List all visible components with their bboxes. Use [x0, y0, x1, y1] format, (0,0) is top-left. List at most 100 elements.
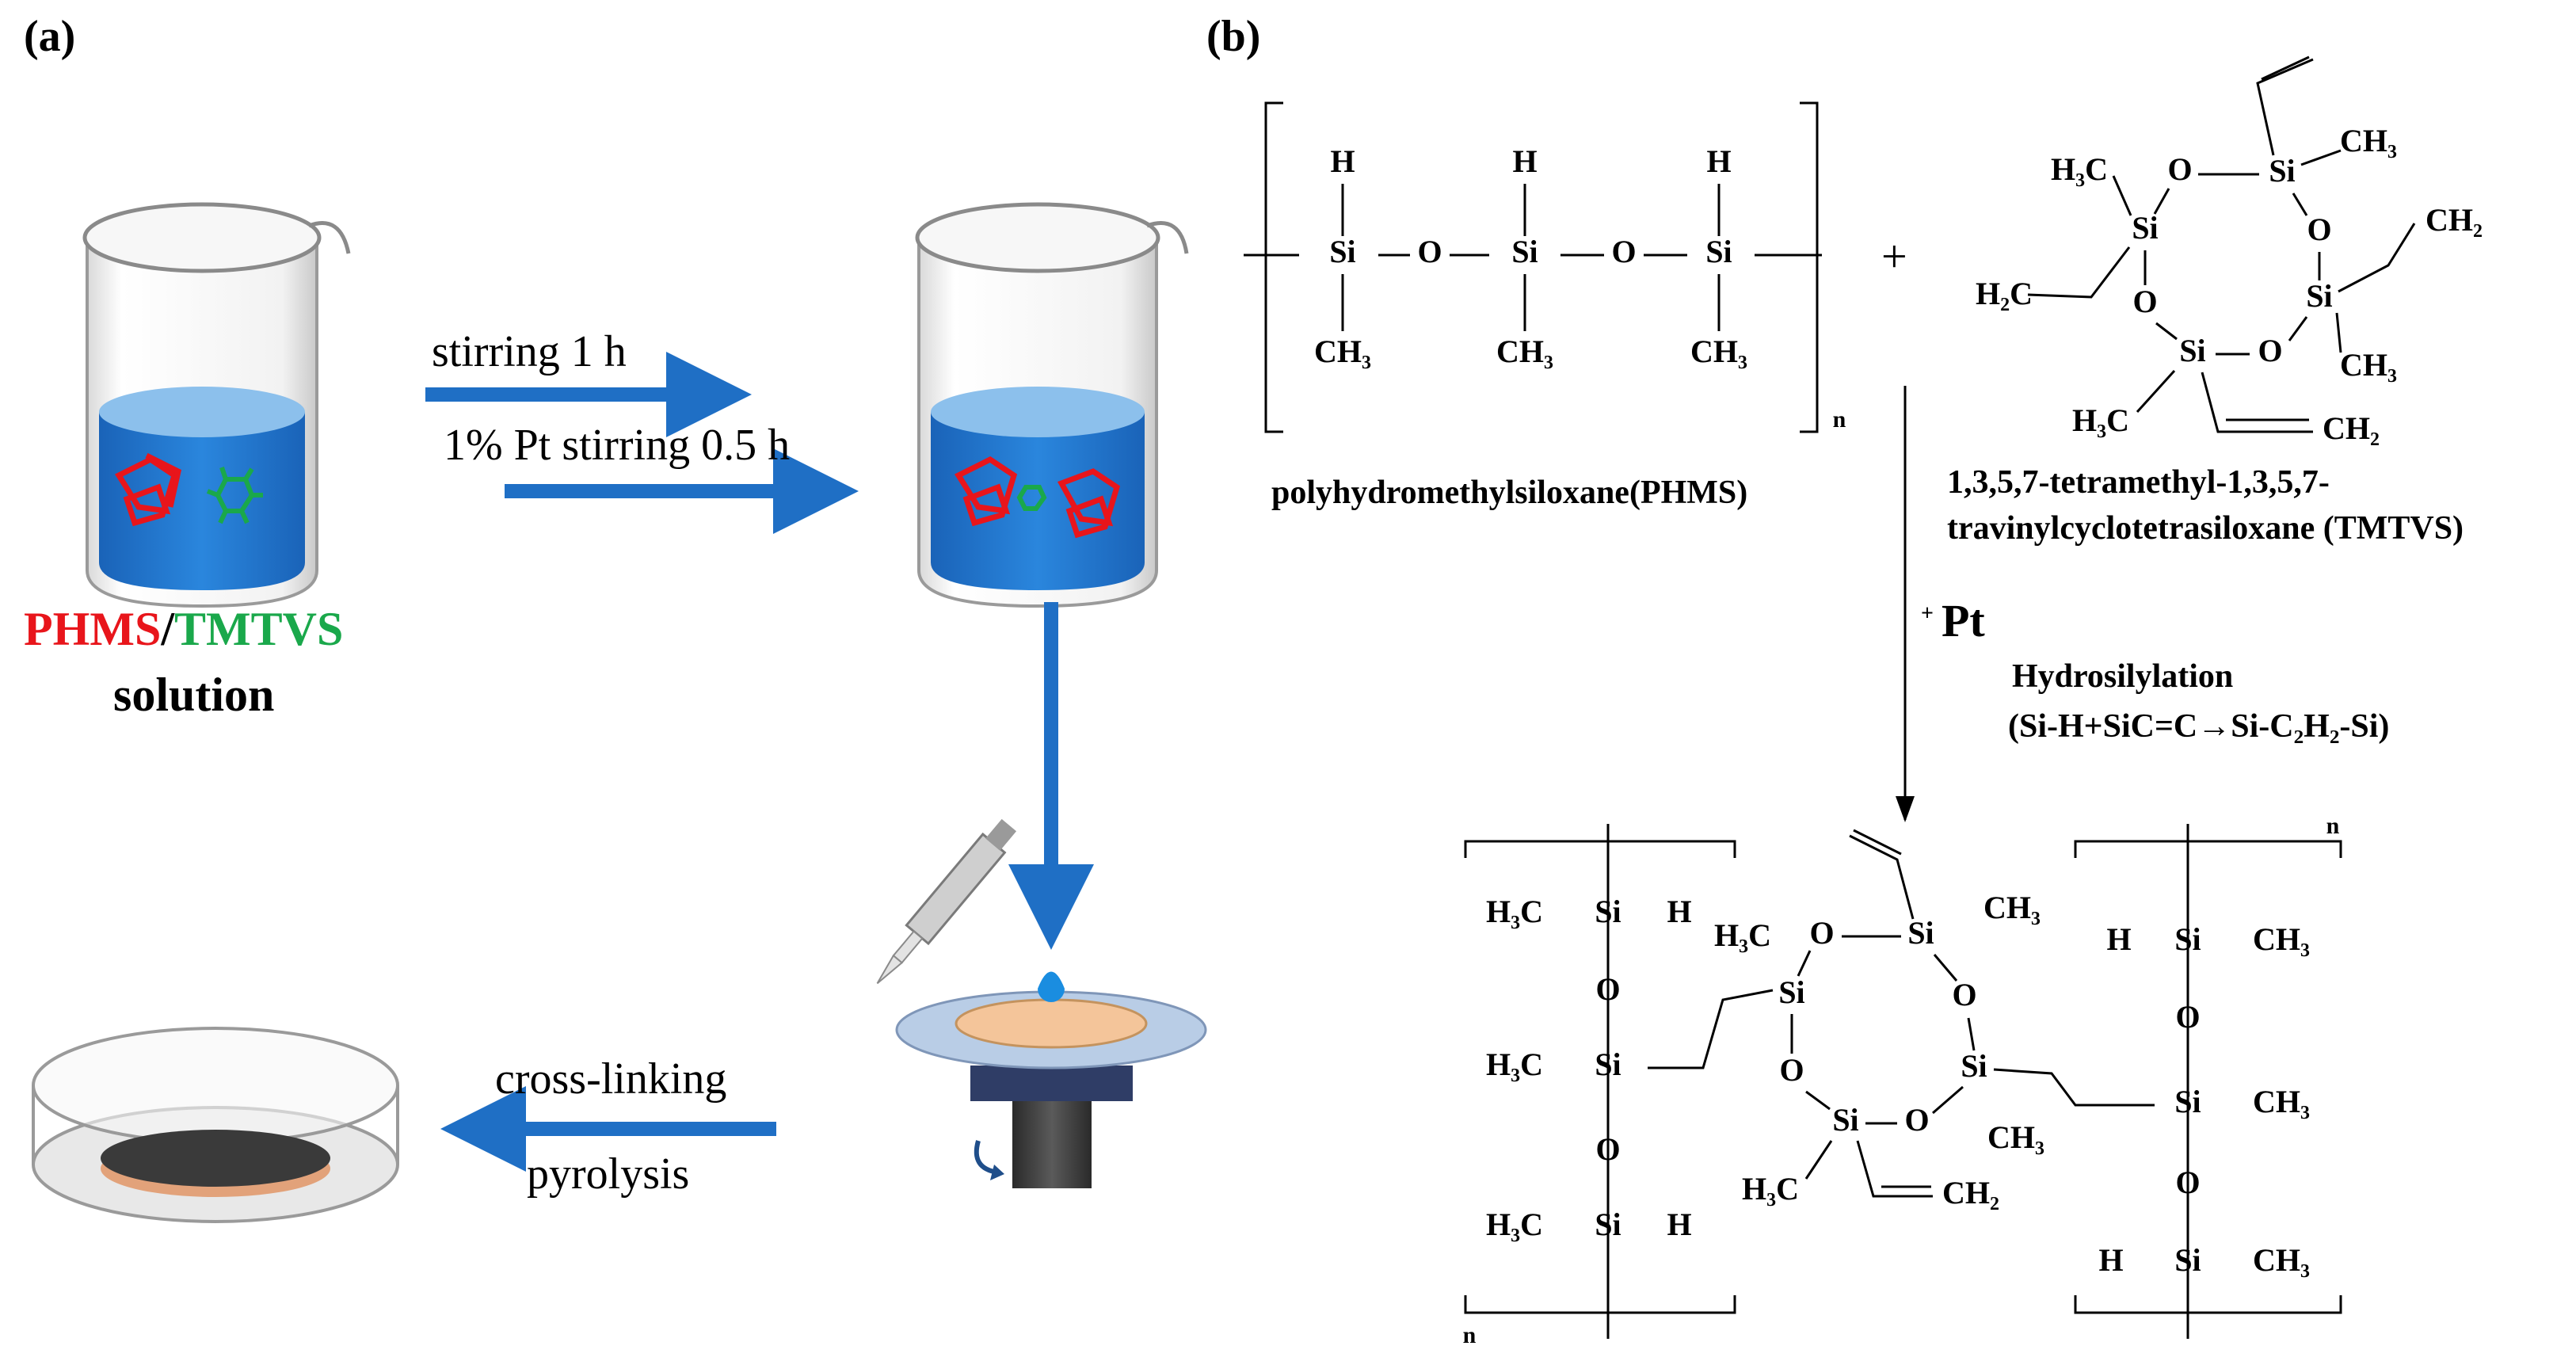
product-ring-o: O	[1904, 1102, 1929, 1138]
beaker-initial	[82, 202, 351, 608]
tmtvs-vinyl	[2027, 246, 2131, 299]
product-si: Si	[1595, 1046, 1621, 1082]
bond	[2292, 193, 2308, 216]
bond	[2300, 149, 2342, 166]
tmtvs-name-line1: 1,3,5,7-tetramethyl-1,3,5,7-	[1947, 464, 2330, 501]
tmtvs-o: O	[2258, 333, 2282, 368]
product-si: Si	[2174, 1084, 2201, 1119]
product-ch2: CH₂	[1942, 1175, 1999, 1210]
step-stirring: stirring 1 h	[432, 327, 627, 376]
phms-ch3: CH₃	[1314, 334, 1371, 369]
tmtvs-ch2: CH₂	[2425, 202, 2483, 238]
product-h: H	[2106, 921, 2131, 957]
product-si: Si	[2174, 921, 2201, 957]
product-si: Si	[2174, 1242, 2201, 1278]
product-si: Si	[1595, 1207, 1621, 1242]
tmtvs-si: Si	[2132, 210, 2158, 246]
tmtvs-o: O	[2132, 284, 2157, 319]
phms-si: Si	[1705, 234, 1732, 269]
bond	[2335, 312, 2342, 353]
product-ring-si: Si	[1961, 1048, 1987, 1084]
product-o: O	[2175, 1165, 2200, 1200]
phms-bracket-left	[1264, 101, 1283, 433]
product-ring-o: O	[1952, 977, 1976, 1012]
product-o: O	[1595, 971, 1620, 1007]
product-ch3: CH₃	[1983, 890, 2041, 925]
step-crosslinking: cross-linking	[495, 1054, 727, 1104]
bond	[1805, 1090, 1831, 1111]
product-ch3: CH₃	[2253, 1084, 2310, 1119]
reaction-arrowhead	[1896, 796, 1915, 822]
phms-o: O	[1417, 234, 1442, 269]
solution-label-line1: PHMS/TMTVS	[24, 602, 343, 657]
bond	[2112, 175, 2132, 216]
product-h3c: H₃C	[1742, 1171, 1799, 1207]
product-ethylene-right	[1993, 1068, 2155, 1107]
phms-ch3: CH₃	[1690, 334, 1747, 369]
phms-label: PHMS	[24, 603, 162, 655]
tmtvs-vinyl	[2261, 55, 2310, 81]
product-ring-si: Si	[1907, 915, 1934, 951]
tmtvs-ch3: CH₃	[2340, 123, 2397, 158]
catalyst-plus: +	[1921, 600, 1934, 626]
phms-name: polyhydromethylsiloxane(PHMS)	[1271, 475, 1748, 511]
bond	[2136, 369, 2176, 414]
tmtvs-vinyl	[2256, 58, 2314, 156]
product-h: H	[1667, 1207, 1691, 1242]
product-ch3: CH₃	[1987, 1119, 2044, 1155]
product-h3c: H₃C	[1714, 917, 1771, 953]
tmtvs-h3c: H₃C	[2051, 151, 2108, 187]
tmtvs-h3c: H₃C	[2072, 402, 2129, 438]
product-h3c: H₃C	[1486, 1207, 1543, 1242]
catalyst-pt: Pt	[1941, 595, 1985, 646]
phms-si: Si	[1511, 234, 1538, 269]
product-h3c: H₃C	[1486, 894, 1543, 929]
bond	[2153, 188, 2170, 215]
tmtvs-ch3: CH₃	[2340, 347, 2397, 383]
tmtvs-o: O	[2167, 151, 2192, 187]
product-ring-si: Si	[1832, 1102, 1858, 1138]
plus-sign: +	[1881, 231, 1907, 282]
tmtvs-vinyl	[2338, 223, 2416, 293]
phms-h: H	[1706, 143, 1731, 179]
beaker-mixed	[915, 202, 1189, 608]
bond	[1932, 1085, 1964, 1115]
reaction-name: Hydrosilylation	[2012, 658, 2234, 695]
slash-label: /	[161, 603, 174, 655]
panel-b-label: (b)	[1206, 12, 1261, 61]
solution-label-line2: solution	[113, 669, 275, 721]
product-ethylene-left	[1648, 989, 1774, 1069]
product-ring-si: Si	[1778, 974, 1804, 1010]
tmtvs-o: O	[2307, 212, 2331, 247]
dish-film	[32, 1027, 399, 1223]
product-bracket-top-right	[2074, 840, 2342, 858]
product-ch3: CH₃	[2253, 1242, 2310, 1278]
product-si: Si	[1595, 894, 1621, 929]
product-h: H	[1667, 894, 1691, 929]
reaction-equation: (Si-H+SiC=C→Si-C₂H₂-Si)	[2008, 708, 2390, 745]
tmtvs-h2c: H₂C	[1976, 276, 2033, 311]
product-n-right: n	[2326, 813, 2340, 839]
bond	[1804, 1140, 1833, 1180]
phms-bracket-right	[1800, 101, 1819, 433]
phms-repeat-n: n	[1833, 406, 1846, 433]
bond	[1933, 954, 1958, 982]
tmtvs-ch2: CH₂	[2323, 410, 2380, 446]
bond	[1967, 1017, 1976, 1051]
product-ring-o: O	[1779, 1052, 1804, 1088]
step-pyrolysis: pyrolysis	[527, 1149, 690, 1199]
tmtvs-name-line2: travinylcyclotetrasiloxane (TMTVS)	[1947, 510, 2464, 547]
tmtvs-si: Si	[2269, 153, 2295, 189]
tmtvs-si: Si	[2306, 278, 2332, 314]
tmtvs-vinyl	[2201, 372, 2313, 433]
product-bracket-bottom-left	[1464, 1295, 1736, 1314]
product-o: O	[2175, 999, 2200, 1035]
product-o: O	[1595, 1131, 1620, 1167]
bond	[2288, 316, 2308, 341]
phms-h: H	[1512, 143, 1537, 179]
panel-a-label: (a)	[24, 12, 76, 61]
step-pt-stirring: 1% Pt stirring 0.5 h	[444, 421, 791, 470]
bond	[2155, 322, 2178, 341]
